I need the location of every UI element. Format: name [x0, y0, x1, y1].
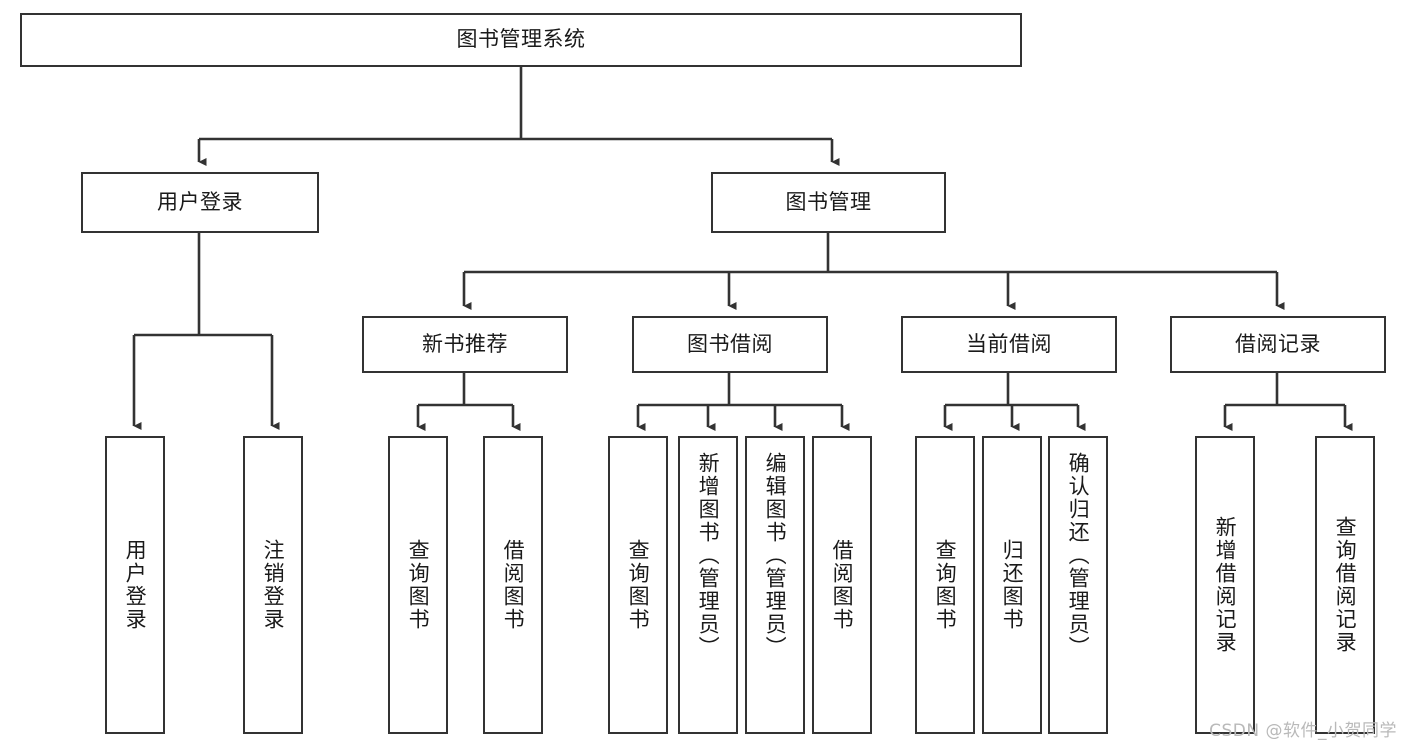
- node-book-borrow[interactable]: 图书借阅: [632, 316, 828, 373]
- node-leaf-confirm-return-admin[interactable]: 确认归还（管理员）: [1048, 436, 1108, 734]
- node-leaf-add-book-admin[interactable]: 新增图书（管理员）: [678, 436, 738, 734]
- node-leaf-edit-book-admin[interactable]: 编辑图书（管理员）: [745, 436, 805, 734]
- node-new-book-recommend[interactable]: 新书推荐: [362, 316, 568, 373]
- node-leaf-query-book-new[interactable]: 查询图书: [388, 436, 448, 734]
- node-current-borrow[interactable]: 当前借阅: [901, 316, 1117, 373]
- node-leaf-return-book[interactable]: 归还图书: [982, 436, 1042, 734]
- node-leaf-query-borrow-record[interactable]: 查询借阅记录: [1315, 436, 1375, 734]
- node-leaf-edit-book-admin-label: 编辑图书（管理员）: [763, 452, 788, 659]
- node-leaf-return-book-label: 归还图书: [1000, 539, 1025, 631]
- node-leaf-query-book-current[interactable]: 查询图书: [915, 436, 975, 734]
- node-leaf-query-book-borrow[interactable]: 查询图书: [608, 436, 668, 734]
- csdn-watermark: CSDN @软件_小贺同学: [1209, 721, 1397, 741]
- node-leaf-borrow-book-label: 借阅图书: [830, 539, 855, 631]
- node-current-borrow-label: 当前借阅: [966, 331, 1052, 356]
- node-leaf-query-book-current-label: 查询图书: [933, 539, 958, 631]
- node-leaf-borrow-book-new-label: 借阅图书: [501, 539, 526, 631]
- node-leaf-query-book-borrow-label: 查询图书: [626, 539, 651, 631]
- node-leaf-confirm-return-admin-label: 确认归还（管理员）: [1066, 452, 1091, 659]
- node-book-borrow-label: 图书借阅: [687, 331, 773, 356]
- node-leaf-user-logout[interactable]: 注销登录: [243, 436, 303, 734]
- node-leaf-user-login-label: 用户登录: [123, 539, 148, 631]
- node-leaf-query-borrow-record-label: 查询借阅记录: [1333, 516, 1358, 654]
- node-leaf-add-book-admin-label: 新增图书（管理员）: [696, 452, 721, 659]
- node-leaf-borrow-book-new[interactable]: 借阅图书: [483, 436, 543, 734]
- node-borrow-record[interactable]: 借阅记录: [1170, 316, 1386, 373]
- node-leaf-add-borrow-record[interactable]: 新增借阅记录: [1195, 436, 1255, 734]
- node-leaf-borrow-book[interactable]: 借阅图书: [812, 436, 872, 734]
- node-leaf-user-logout-label: 注销登录: [261, 539, 286, 631]
- node-leaf-user-login[interactable]: 用户登录: [105, 436, 165, 734]
- node-leaf-query-book-new-label: 查询图书: [406, 539, 431, 631]
- node-book-manage[interactable]: 图书管理: [711, 172, 946, 233]
- node-book-manage-label: 图书管理: [785, 189, 872, 214]
- node-root-label: 图书管理系统: [456, 27, 586, 52]
- node-leaf-add-borrow-record-label: 新增借阅记录: [1213, 516, 1238, 654]
- node-user-login[interactable]: 用户登录: [81, 172, 319, 233]
- node-borrow-record-label: 借阅记录: [1235, 331, 1321, 356]
- node-new-book-recommend-label: 新书推荐: [422, 331, 508, 356]
- node-root[interactable]: 图书管理系统: [20, 13, 1022, 67]
- node-user-login-label: 用户登录: [157, 189, 243, 214]
